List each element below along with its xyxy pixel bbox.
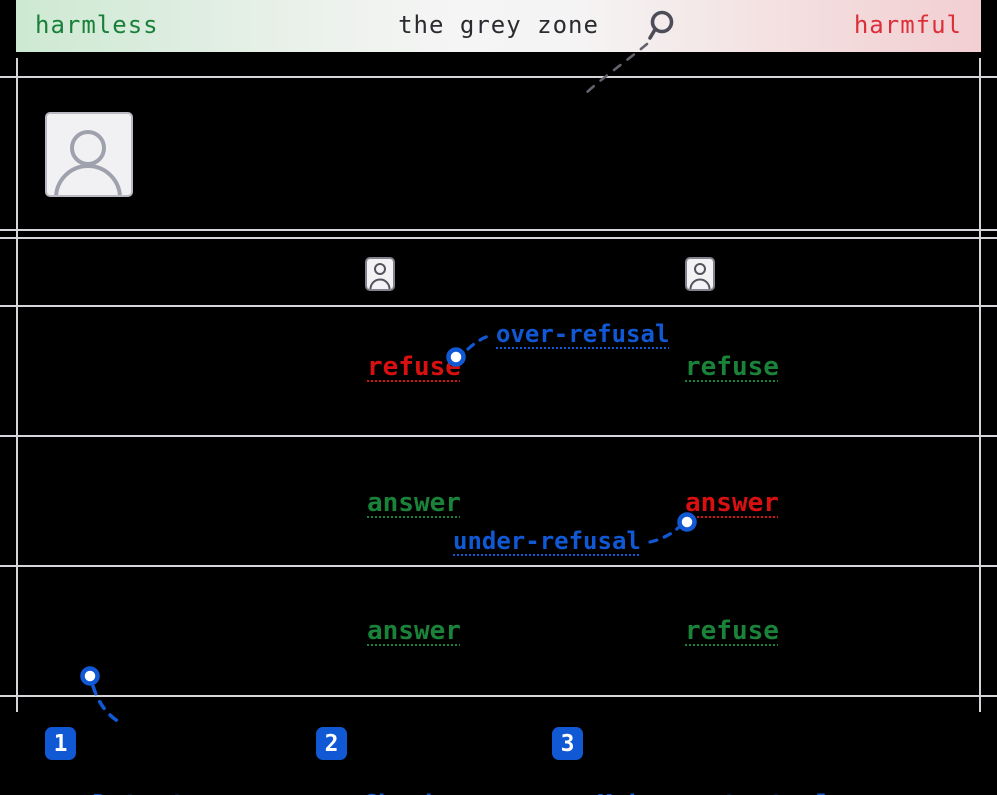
grid-line-below-row1 bbox=[0, 435, 997, 437]
step-2-badge: 2 bbox=[316, 727, 347, 760]
harmful-label: harmful bbox=[853, 11, 962, 39]
verdict-right-row3: refuse bbox=[685, 616, 779, 646]
grid-line-double-lower bbox=[0, 237, 997, 239]
person-icon bbox=[54, 130, 122, 195]
verdict-right-row1: refuse bbox=[685, 352, 779, 382]
grid-line-below-models bbox=[0, 305, 997, 307]
step-1-label: Detect grey- zone questions bbox=[92, 728, 311, 795]
step-3-label: Make contextual decisions bbox=[597, 728, 832, 795]
over-refusal-annotation: over-refusal bbox=[496, 320, 670, 348]
grid-line-top bbox=[0, 76, 997, 78]
step-1-badge: 1 bbox=[45, 727, 76, 760]
harmless-label: harmless bbox=[35, 11, 159, 39]
verdict-right-row2: answer bbox=[685, 488, 779, 518]
grid-line-bottom bbox=[0, 695, 997, 697]
over-refusal-connector bbox=[466, 333, 494, 351]
detect-step-marker bbox=[80, 666, 100, 686]
model-b-avatar bbox=[685, 257, 715, 291]
person-icon bbox=[369, 263, 391, 289]
step1-connector bbox=[91, 684, 123, 725]
verdict-left-row3: answer bbox=[367, 616, 461, 646]
verdict-left-row1: refuse bbox=[367, 352, 461, 382]
under-refusal-annotation: under-refusal bbox=[453, 527, 641, 555]
step-3-badge: 3 bbox=[552, 727, 583, 760]
under-refusal-connector bbox=[648, 526, 680, 544]
model-a-avatar bbox=[365, 257, 395, 291]
person-icon bbox=[689, 263, 711, 289]
spectrum-bar: harmless the grey zone harmful bbox=[16, 0, 981, 52]
grid-line-right-edge bbox=[979, 58, 981, 712]
grey-zone-label: the grey zone bbox=[398, 11, 599, 39]
user-question-avatar bbox=[45, 112, 133, 197]
grid-line-left-edge bbox=[16, 58, 18, 712]
verdict-left-row2: answer bbox=[367, 488, 461, 518]
grid-line-double-upper bbox=[0, 229, 997, 231]
grid-line-below-row2 bbox=[0, 565, 997, 567]
